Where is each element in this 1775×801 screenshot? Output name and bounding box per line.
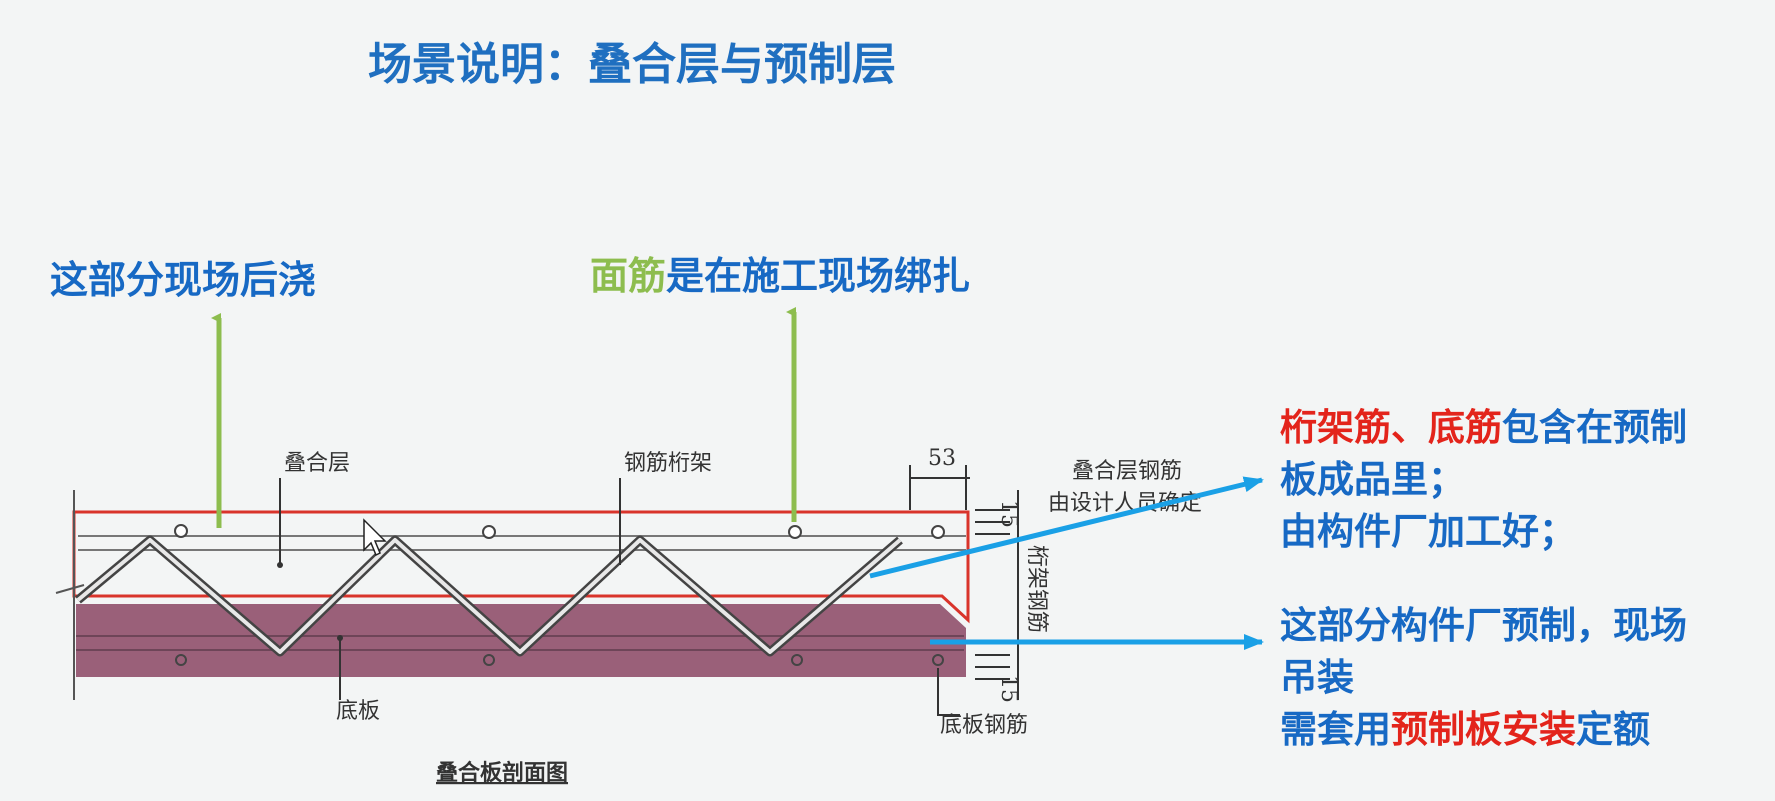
precast-install-term: 预制板安装 (1391, 708, 1576, 751)
drawing-caption: 叠合板剖面图 (436, 760, 568, 786)
topping-layer-outline (72, 510, 970, 624)
rebar-dot (931, 525, 945, 539)
label-topping: 叠合层 (284, 451, 350, 476)
rebar-dot (175, 654, 187, 666)
label-vertical: 桁架钢筋 (1024, 545, 1049, 633)
precast-note-line2: 吊装 (1280, 656, 1354, 699)
truss-rebar-term: 桁架筋 (1280, 406, 1391, 449)
rebar-dot (174, 524, 188, 538)
steel-truss-inner (76, 538, 902, 654)
blue-arrow-top (869, 476, 1264, 579)
page-title: 场景说明：叠合层与预制层 (368, 39, 896, 90)
rebar-dot (482, 525, 496, 539)
label-dim: 53 (928, 446, 956, 471)
truss-note-line1: 桁架筋、底筋包含在预制 (1280, 402, 1687, 454)
truss-sep: 、 (1391, 406, 1428, 449)
left-end-tick (55, 584, 85, 594)
label-bottom-rebar: 底板钢筋 (940, 713, 1028, 738)
precast-note-suffix: 定额 (1576, 708, 1650, 751)
precast-note-prefix: 需套用 (1280, 708, 1391, 751)
rebar-dot (791, 654, 803, 666)
truss-note-text: 包含在预制 (1502, 406, 1687, 449)
label-dim-top: 15 (996, 500, 1021, 528)
leader-bottom-rebar (937, 668, 960, 716)
truss-note-line3: 由构件厂加工好； (1280, 510, 1576, 553)
label-dim-bottom: 15 (996, 675, 1021, 703)
mouse-cursor-icon (363, 518, 387, 557)
hatch-ticks-top (975, 509, 1010, 535)
label-bottom-slab: 底板 (336, 699, 380, 724)
precast-slab (76, 604, 966, 677)
precast-note-line3: 需套用预制板安装定额 (1280, 704, 1650, 756)
rebar-dot (788, 525, 802, 539)
top-rebar-term: 面筋 (590, 254, 667, 298)
truss-note-line2: 板成品里； (1280, 458, 1465, 501)
precast-note-line1: 这部分构件厂预制，现场 (1280, 604, 1687, 647)
label-truss: 钢筋桁架 (624, 451, 712, 476)
cast-in-situ-note: 这部分现场后浇 (50, 258, 317, 302)
rebar-dot (932, 654, 944, 666)
hatch-ticks-bottom (975, 654, 1010, 680)
leader-dot (277, 562, 283, 568)
bottom-rebar-term: 底筋 (1428, 406, 1502, 449)
top-rebar-desc: 是在施工现场绑扎 (666, 254, 971, 298)
label-topping-rebar-1: 叠合层钢筋 (1072, 459, 1182, 484)
top-rebar-note: 面筋是在施工现场绑扎 (590, 245, 970, 300)
rebar-dot (483, 654, 495, 666)
leader-dot (337, 635, 343, 641)
